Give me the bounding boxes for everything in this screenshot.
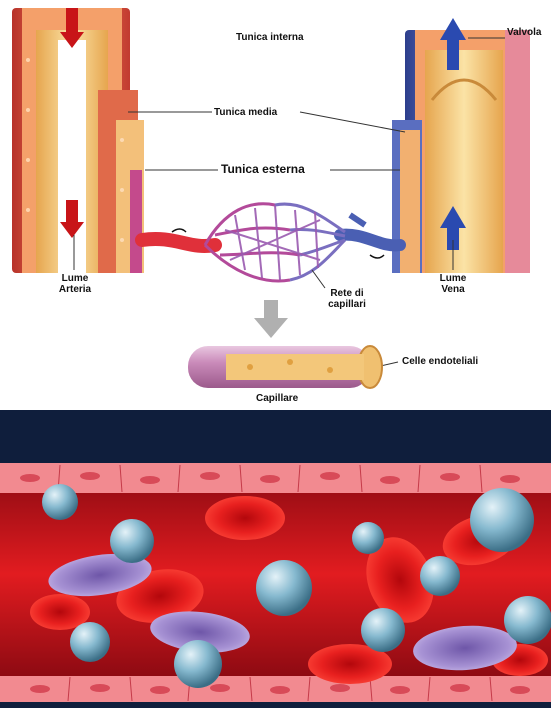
label-rete-line1: Rete di xyxy=(322,288,372,299)
endothelium-top xyxy=(0,463,551,493)
label-capillare: Capillare xyxy=(256,393,298,404)
vein-illustration xyxy=(392,18,530,273)
label-celle-endoteliali: Celle endoteliali xyxy=(402,356,478,367)
label-lume-arteria: Lume Arteria xyxy=(58,273,92,295)
artery-illustration xyxy=(12,8,144,273)
label-tunica-esterna: Tunica esterna xyxy=(221,164,305,175)
label-tunica-media: Tunica media xyxy=(214,107,277,118)
label-lume-vena: Lume Vena xyxy=(436,273,470,295)
label-lume-arteria-line1: Lume xyxy=(58,273,92,284)
endothelium-bottom xyxy=(0,676,551,702)
label-lume-arteria-line2: Arteria xyxy=(58,284,92,295)
label-valvola: Valvola xyxy=(507,27,541,38)
label-rete-line2: capillari xyxy=(322,299,372,310)
label-lume-vena-line1: Lume xyxy=(436,273,470,284)
label-rete-capillari: Rete di capillari xyxy=(322,288,372,310)
label-lume-vena-line2: Vena xyxy=(436,284,470,295)
blood-vessel-lumen-illustration xyxy=(0,410,551,708)
capillary-tube xyxy=(188,346,382,388)
label-tunica-interna: Tunica interna xyxy=(236,32,304,43)
